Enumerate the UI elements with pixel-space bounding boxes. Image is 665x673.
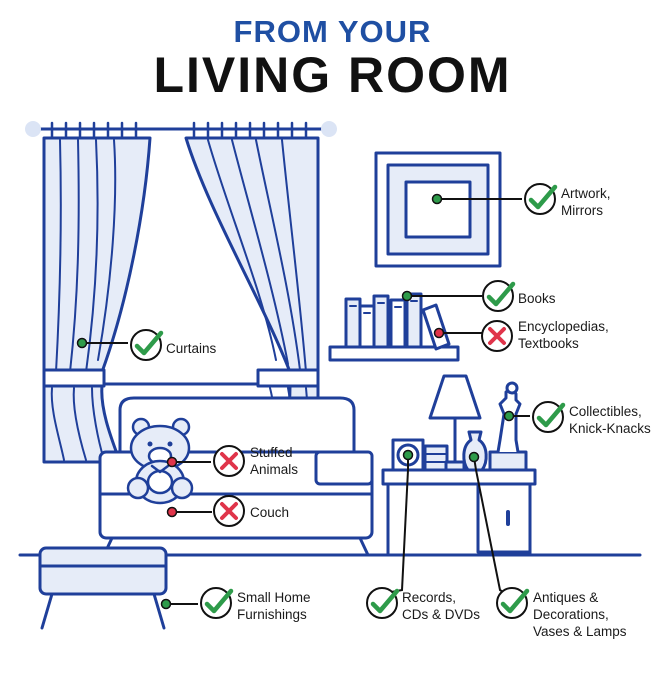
anchor-dot <box>76 337 88 349</box>
callout-small-home-furnishings <box>160 587 234 619</box>
vase <box>462 430 488 472</box>
label-antiques-decorations: Antiques & Decorations, Vases & Lamps <box>533 590 627 639</box>
anchor-dot <box>401 290 413 302</box>
check-icon <box>532 401 566 433</box>
anchor-dot <box>431 193 443 205</box>
label-couch: Couch <box>250 505 290 520</box>
callout-books <box>401 280 516 312</box>
side-table <box>381 468 537 557</box>
title-line-1: FROM YOUR <box>233 14 432 49</box>
check-icon <box>130 329 164 361</box>
picture-frame <box>374 151 502 268</box>
left-curtain <box>42 136 152 464</box>
check-icon <box>200 587 234 619</box>
anchor-dot <box>160 598 172 610</box>
title-line-2: LIVING ROOM <box>153 47 512 103</box>
x-icon <box>213 495 245 527</box>
teddy-bear <box>126 417 194 505</box>
curtain-rod <box>25 121 337 139</box>
callout-artwork-mirrors <box>431 183 558 215</box>
anchor-dot <box>503 410 515 422</box>
x-icon <box>481 320 513 352</box>
check-icon <box>496 587 530 619</box>
ottoman <box>38 546 168 630</box>
label-curtains: Curtains <box>166 341 217 356</box>
callout-couch <box>166 495 245 527</box>
check-icon <box>366 587 400 619</box>
callout-stuffed-animals <box>166 445 245 477</box>
leader-line <box>473 456 507 595</box>
x-icon <box>213 445 245 477</box>
check-icon <box>482 280 516 312</box>
trophy-statue <box>488 381 528 472</box>
label-small-home-furnishings: Small Home Furnishings <box>237 590 311 622</box>
bookshelf <box>328 292 460 362</box>
label-encyclopedias-textbooks: Encyclopedias, Textbooks <box>518 319 609 351</box>
label-collectibles: Collectibles, Knick-Knacks <box>569 404 651 436</box>
lamp <box>428 374 482 472</box>
label-stuffed-animals: Stuffed Animals <box>250 445 299 477</box>
check-icon <box>524 183 558 215</box>
leader-line <box>385 455 409 594</box>
label-books: Books <box>518 291 556 306</box>
callout-collectibles <box>503 401 566 433</box>
anchor-dot <box>166 456 178 468</box>
anchor-dot <box>433 327 445 339</box>
anchor-dot <box>166 506 178 518</box>
callout-records-cds-dvds <box>366 449 414 619</box>
callout-antiques-decorations <box>468 451 530 619</box>
anchor-dot <box>468 451 480 463</box>
callout-encyclopedias-textbooks <box>433 320 513 352</box>
label-records-cds-dvds: Records, CDs & DVDs <box>402 590 481 622</box>
label-artwork-mirrors: Artwork, Mirrors <box>561 186 611 218</box>
callout-curtains <box>76 329 164 361</box>
anchor-dot <box>402 449 414 461</box>
